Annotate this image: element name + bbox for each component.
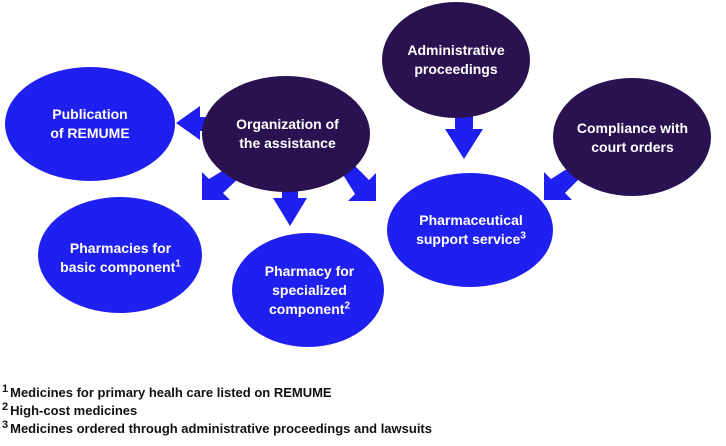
service-label-line-1: Pharmaceutical [419, 212, 523, 228]
footnote-1-mark: 1 [2, 382, 9, 395]
compliance-label-line-1: Compliance with [576, 120, 689, 136]
basic-footnote-mark: 1 [175, 258, 181, 270]
specialized-label-line-2: specialized component2 [232, 281, 387, 319]
footnote-3-mark: 3 [2, 418, 9, 431]
compliance-label-line-2: court orders [591, 139, 674, 155]
node-publication [5, 67, 175, 181]
specialized-label-text: specialized component [268, 281, 347, 317]
basic-label-line-1: Pharmacies for [69, 240, 172, 256]
arrow-to-service-from-organization [342, 163, 376, 201]
publication-label: Publication of REMUME [20, 100, 160, 148]
service-label-line-2: support service3 [416, 230, 526, 249]
organization-label-line-1: Organization of [236, 116, 339, 132]
organization-label-line-2: the assistance [239, 135, 336, 151]
basic-label-text: basic component [60, 259, 176, 275]
footnote-2-mark: 2 [2, 400, 9, 413]
administrative-label-line-1: Administrative [407, 42, 505, 58]
footnote-2-text: High-cost medicines [10, 403, 138, 418]
basic-label-line-2: basic component1 [60, 258, 181, 277]
node-basic [38, 197, 202, 313]
organization-label: Organization of the assistance [220, 110, 355, 158]
arrow-to-service-from-administrative [445, 108, 483, 159]
basic-label: Pharmacies for basic component1 [48, 234, 193, 282]
specialized-footnote-mark: 2 [344, 299, 350, 311]
node-specialized [232, 233, 384, 347]
footnote-1-text: Medicines for primary healh care listed … [10, 385, 332, 400]
node-service [387, 173, 553, 287]
administrative-label: Administrative proceedings [390, 36, 522, 84]
publication-label-line-1: Publication [52, 106, 128, 122]
node-administrative [382, 2, 530, 118]
node-organization [202, 76, 370, 192]
service-label-text: support service [416, 231, 521, 247]
specialized-label-line-1: Pharmacy for [264, 262, 355, 279]
flow-diagram [5, 2, 711, 347]
specialized-label: Pharmacy for specialized component2 [232, 263, 387, 317]
publication-label-line-2: of REMUME [50, 125, 130, 141]
node-compliance [553, 78, 711, 196]
service-footnote-mark: 3 [520, 230, 526, 242]
arrow-to-specialized [273, 176, 307, 226]
administrative-label-line-2: proceedings [414, 61, 498, 77]
compliance-label: Compliance with court orders [565, 114, 700, 162]
arrow-to-publication [176, 106, 222, 140]
service-label: Pharmaceutical support service3 [400, 206, 542, 254]
footnote-3-text: Medicines ordered through administrative… [10, 421, 432, 436]
